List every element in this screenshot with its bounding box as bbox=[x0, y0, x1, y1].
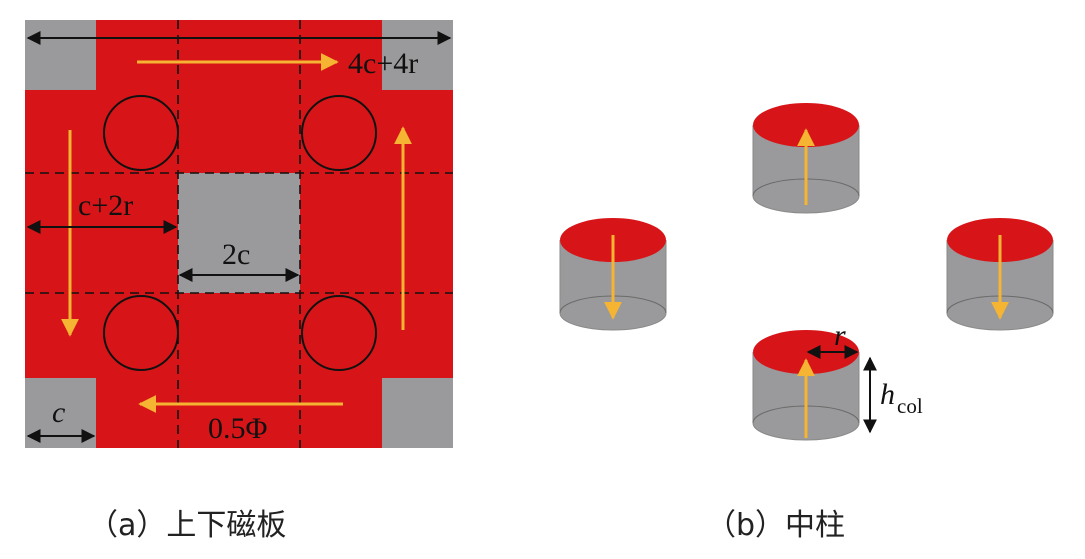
dimension-arrows bbox=[26, 31, 452, 443]
cylinder-bottom bbox=[752, 330, 877, 441]
dashed-grid bbox=[25, 20, 453, 448]
column-circle-tr bbox=[301, 95, 377, 171]
label-height: h bbox=[880, 378, 895, 411]
cylinder-left bbox=[559, 218, 667, 331]
caption-panel-b: （b）中柱 bbox=[706, 508, 846, 543]
label-flux: 0.5Φ bbox=[208, 412, 268, 445]
column-circles bbox=[103, 95, 377, 371]
label-height-sub: col bbox=[897, 394, 923, 418]
column-circle-br bbox=[301, 295, 377, 371]
cylinder-right bbox=[946, 218, 1054, 331]
label-offset: c+2r bbox=[78, 189, 133, 222]
label-total-width: 4c+4r bbox=[348, 47, 418, 80]
label-center-width: 2c bbox=[222, 238, 250, 271]
column-circle-tl bbox=[103, 95, 179, 171]
flux-arrows bbox=[61, 53, 412, 413]
cylinder-top bbox=[752, 103, 860, 214]
column-circle-bl bbox=[103, 295, 179, 371]
label-corner: c bbox=[52, 396, 65, 429]
caption-panel-a: （a）上下磁板 bbox=[88, 508, 287, 543]
label-radius: r bbox=[834, 319, 846, 352]
plate-diagram: 4c+4r c+2r 2c c 0.5Φ bbox=[25, 20, 453, 448]
